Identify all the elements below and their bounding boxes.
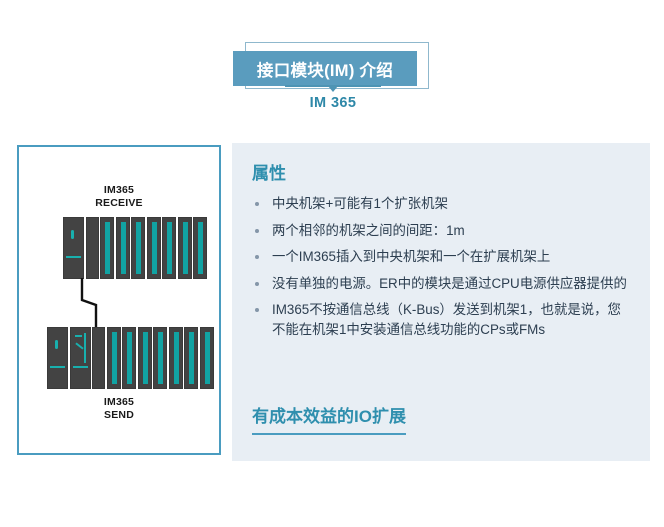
module-io (115, 217, 130, 279)
module-io (177, 217, 192, 279)
module-io (122, 327, 136, 389)
rack-label-receive-line2: RECEIVE (95, 196, 143, 209)
rack-label-send-line1: IM365 (103, 396, 135, 408)
module-io (100, 217, 114, 279)
footer-heading: 有成本效益的IO扩展 (252, 402, 406, 435)
page-title: 接口模块(IM) 介绍 (256, 61, 394, 80)
module-io (106, 327, 121, 389)
properties-heading: 属性 (252, 164, 286, 183)
module-io (184, 327, 198, 389)
rack-top (63, 217, 209, 279)
cpu-slash-icon (74, 342, 84, 350)
subtitle-divider (285, 85, 381, 92)
psu-terminal-bar (66, 256, 81, 258)
subtitle-text: IM 365 (309, 95, 357, 111)
module-io (137, 327, 152, 389)
rack-label-send: IM365 SEND (19, 396, 219, 421)
title-banner: 接口模块(IM) 介绍 (233, 42, 429, 104)
cpu-terminal-bar (72, 366, 88, 368)
cpu-tick-icon (74, 335, 82, 337)
psu-indicator-icon (55, 340, 58, 349)
subtitle-block: IM 365 (233, 85, 433, 111)
module-power-supply (63, 217, 84, 279)
rack-label-receive: IM365 RECEIVE (19, 184, 219, 209)
module-io (193, 217, 207, 279)
module-io (146, 217, 161, 279)
module-im365-send (92, 327, 105, 389)
list-item: IM365不按通信总线（K-Bus）发送到机架1，也就是说，您不能在机架1中安装… (250, 300, 632, 339)
module-cpu (69, 327, 91, 389)
caret-down-icon (328, 86, 338, 92)
title-bar: 接口模块(IM) 介绍 (233, 51, 417, 86)
module-power-supply (47, 327, 68, 389)
module-io (153, 327, 167, 389)
properties-list: 中央机架+可能有1个扩张机架 两个相邻的机架之间的间距：1m 一个IM365插入… (250, 194, 632, 339)
diagram-panel: IM365 RECEIVE (17, 145, 221, 455)
module-io (168, 327, 183, 389)
cpu-bar-icon (83, 333, 86, 363)
rack-connection-cable (80, 278, 98, 330)
rack-label-receive-line1: IM365 (103, 184, 135, 196)
rack-bottom (47, 327, 215, 389)
module-io (162, 217, 176, 279)
list-item: 两个相邻的机架之间的间距：1m (250, 221, 632, 241)
list-item: 中央机架+可能有1个扩张机架 (250, 194, 632, 214)
list-item: 一个IM365插入到中央机架和一个在扩展机架上 (250, 247, 632, 267)
module-io (199, 327, 214, 389)
module-im365-receive (85, 217, 99, 279)
psu-indicator-icon (71, 230, 74, 239)
module-io (131, 217, 145, 279)
list-item: 没有单独的电源。ER中的模块是通过CPU电源供应器提供的 (250, 274, 632, 294)
properties-panel: 属性 中央机架+可能有1个扩张机架 两个相邻的机架之间的间距：1m 一个IM36… (232, 143, 650, 461)
psu-terminal-bar (50, 366, 65, 368)
rack-label-send-line2: SEND (104, 408, 134, 421)
